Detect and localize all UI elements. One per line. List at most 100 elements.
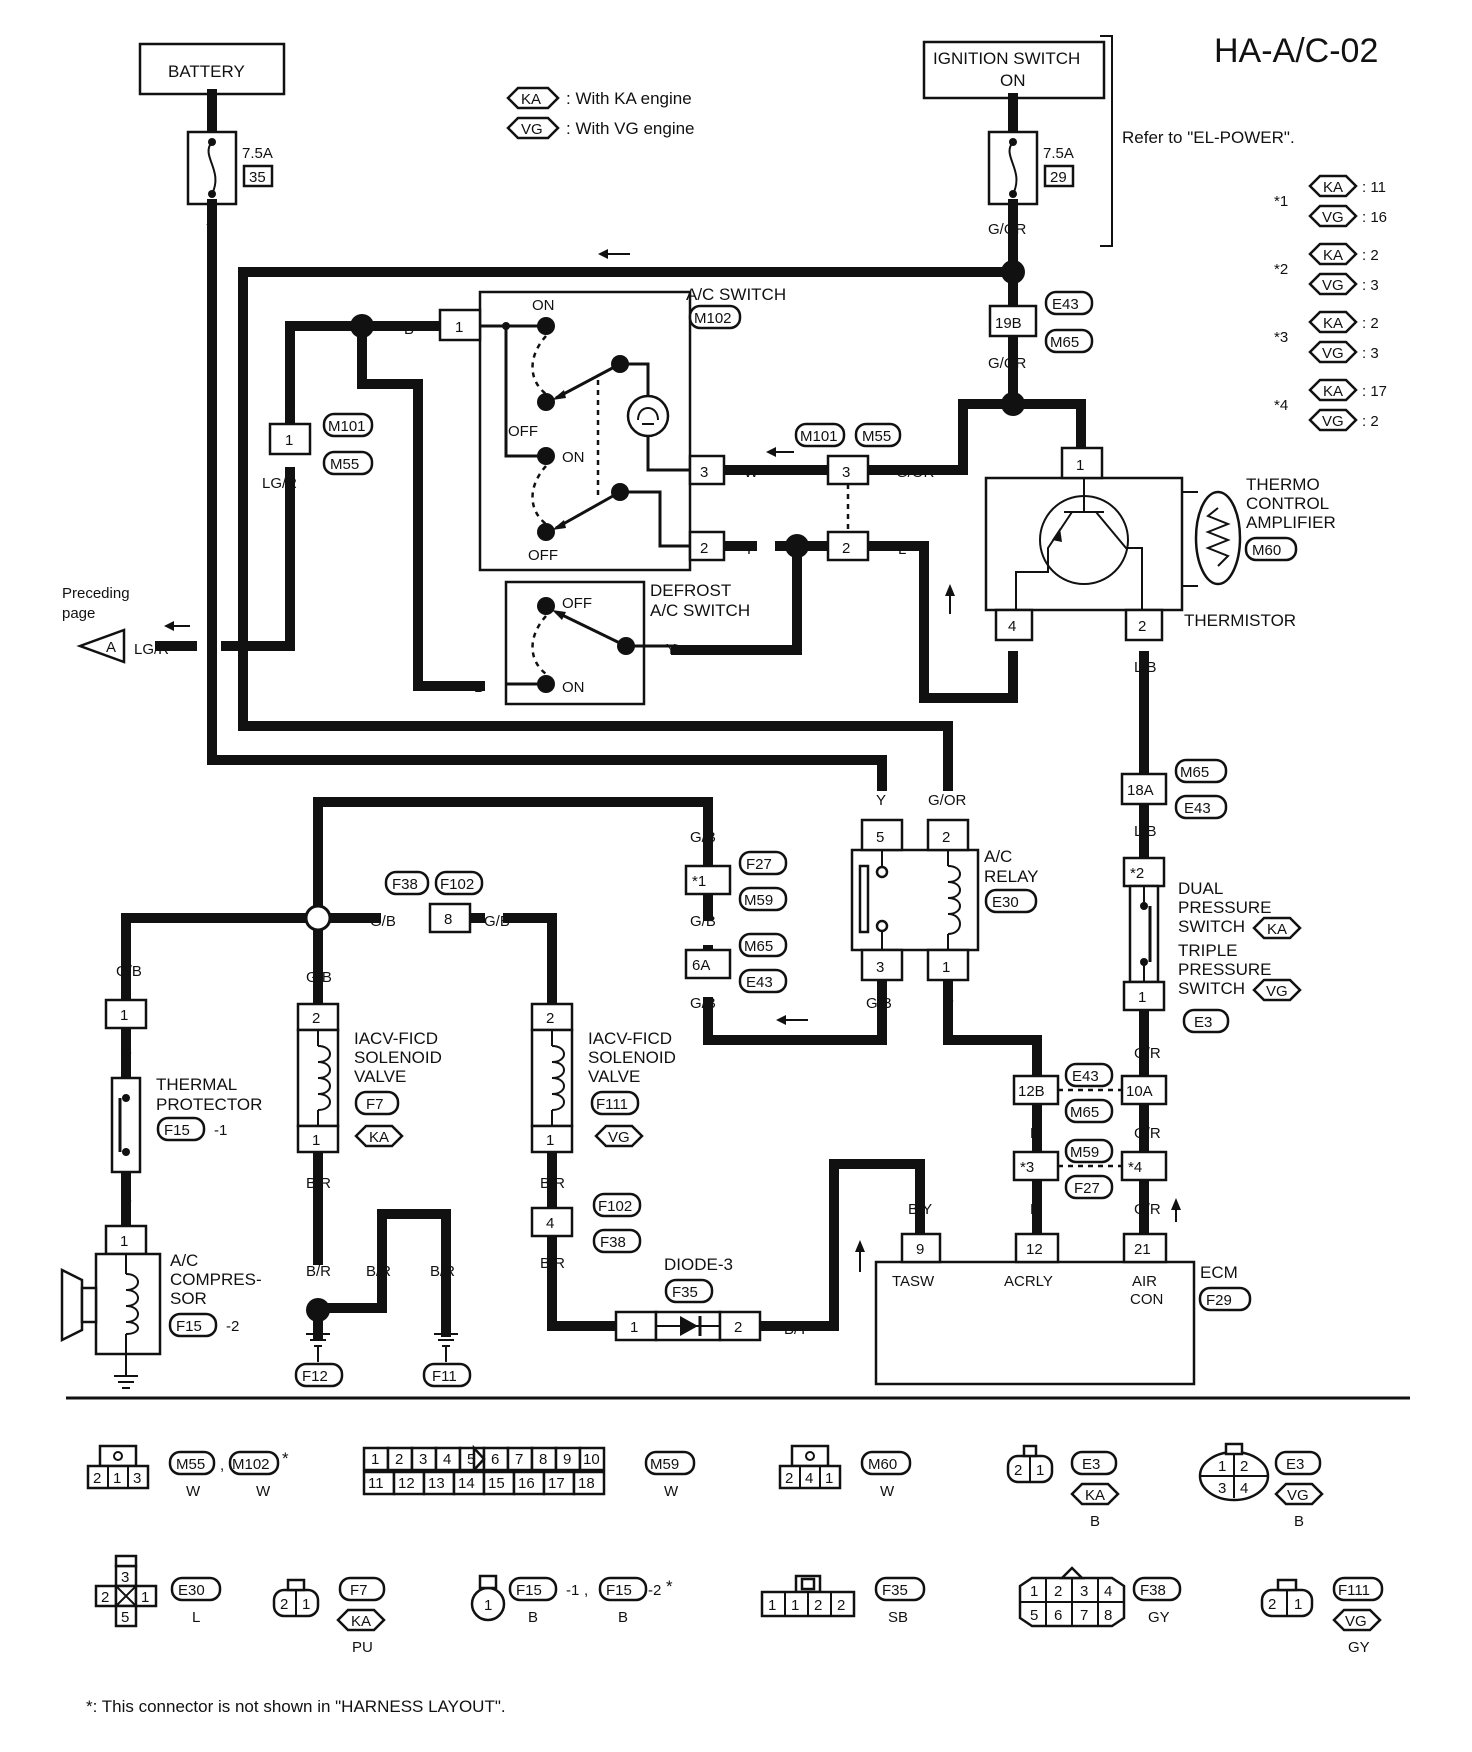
- ac-compressor: 1 A/C COMPRES- SOR F15 -2: [60, 1224, 262, 1389]
- svg-text:1: 1: [1030, 1583, 1038, 1600]
- svg-text:ON: ON: [1000, 71, 1026, 90]
- svg-text:E43: E43: [1184, 800, 1211, 817]
- svg-text:3: 3: [1218, 1480, 1226, 1497]
- svg-text:ON: ON: [532, 297, 555, 314]
- m59-cell: [572, 1470, 606, 1496]
- svg-text:DUAL: DUAL: [1178, 879, 1223, 898]
- svg-text:RELAY: RELAY: [984, 867, 1039, 886]
- svg-text:F15: F15: [164, 1122, 190, 1139]
- legend-f35: 1 1 2 2 F35 SB: [760, 1574, 926, 1626]
- svg-text:35: 35: [249, 169, 266, 186]
- ac-relay: 5 2 3 1 Y G/OR G/B P A/C RELAY E30: [850, 792, 1039, 1012]
- svg-text:7.5A: 7.5A: [1043, 145, 1074, 162]
- splice-b: [350, 314, 374, 338]
- svg-text:IACV-FICD: IACV-FICD: [588, 1029, 672, 1048]
- svg-text:F15: F15: [516, 1582, 542, 1599]
- diode-3: DIODE-3 F35 1 2 B/Y: [614, 1255, 808, 1342]
- battery: BATTERY: [138, 42, 286, 96]
- fuse-35: 7.5A 35 Y: [186, 89, 274, 238]
- svg-text:L: L: [898, 541, 906, 558]
- svg-text:F38: F38: [1140, 1582, 1166, 1599]
- star-note-label: *3: [1274, 329, 1288, 346]
- svg-text:3: 3: [121, 1569, 129, 1586]
- svg-text:*1: *1: [692, 873, 706, 890]
- thermo-control-amplifier: 1 4 2 L L/B THERMO CONTROL AMPLIFIER M60…: [984, 446, 1336, 676]
- svg-text:W: W: [664, 1483, 679, 1500]
- star-note-ka-value: : 2: [1362, 247, 1379, 264]
- star-note-vg-code: VG: [1322, 345, 1344, 362]
- star-note: *3KA: 2VG: 3: [1274, 310, 1379, 364]
- svg-text:1: 1: [942, 959, 950, 976]
- svg-text:G/R: G/R: [1134, 1045, 1161, 1062]
- svg-text:*: *: [282, 1449, 289, 1468]
- svg-text:PU: PU: [352, 1639, 373, 1656]
- svg-text:PROTECTOR: PROTECTOR: [156, 1095, 262, 1114]
- svg-text:B/Y: B/Y: [908, 1201, 932, 1218]
- svg-text:W: W: [744, 464, 759, 481]
- m59-cell-label: 9: [563, 1451, 571, 1468]
- footnote: *: This connector is not shown in "HARNE…: [86, 1697, 506, 1716]
- star-note: *2KA: 2VG: 3: [1274, 242, 1379, 296]
- svg-text:1: 1: [1076, 457, 1084, 474]
- svg-text:1: 1: [791, 1597, 799, 1614]
- m59-cell-label: 5: [467, 1451, 475, 1468]
- star-note-ka-value: : 11: [1362, 179, 1386, 196]
- svg-text:F35: F35: [672, 1284, 698, 1301]
- connector-12b-10a: 12B 10A E43 M65 P G/R: [1012, 1062, 1168, 1142]
- svg-text:B: B: [618, 1609, 628, 1626]
- svg-text:KA: KA: [369, 1129, 389, 1146]
- star-note-vg-code: VG: [1322, 277, 1344, 294]
- svg-text:PRESSURE: PRESSURE: [1178, 960, 1272, 979]
- svg-text:GY: GY: [1148, 1609, 1170, 1626]
- star-note-vg-value: : 3: [1362, 345, 1379, 362]
- svg-text:1: 1: [546, 1132, 554, 1149]
- star-note-vg-value: : 16: [1362, 209, 1387, 226]
- m59-cell-label: 4: [443, 1451, 451, 1468]
- svg-text:E3: E3: [1082, 1456, 1100, 1473]
- svg-text:B: B: [1090, 1513, 1100, 1530]
- svg-text:1: 1: [630, 1319, 638, 1336]
- svg-text:P: P: [1030, 1201, 1040, 1218]
- star-note-vg-code: VG: [1322, 413, 1344, 430]
- svg-text:3: 3: [133, 1470, 141, 1487]
- svg-text:VALVE: VALVE: [354, 1067, 406, 1086]
- m59-cell-label: 14: [458, 1475, 475, 1492]
- svg-text:E43: E43: [1072, 1068, 1099, 1085]
- svg-text:B/R: B/R: [366, 1263, 391, 1280]
- svg-text:B/R: B/R: [306, 1263, 331, 1280]
- m59-cell-label: 13: [428, 1475, 445, 1492]
- svg-text:F35: F35: [882, 1582, 908, 1599]
- svg-text:M60: M60: [868, 1456, 897, 1473]
- svg-text:8: 8: [1104, 1607, 1112, 1624]
- flow-arrows: [164, 249, 1181, 1272]
- svg-text:1: 1: [1036, 1462, 1044, 1479]
- svg-text:1: 1: [312, 1132, 320, 1149]
- svg-text:OFF: OFF: [562, 595, 592, 612]
- svg-text:G/OR: G/OR: [988, 221, 1027, 238]
- m59-cell-label: 3: [419, 1451, 427, 1468]
- svg-text:21: 21: [1134, 1241, 1151, 1258]
- svg-text:M60: M60: [1252, 542, 1281, 559]
- svg-text:2: 2: [734, 1319, 742, 1336]
- svg-text:G/B: G/B: [690, 995, 716, 1012]
- legend-f15: 1 F15 -1 , F15 -2 * B B: [470, 1574, 673, 1626]
- svg-text:M65: M65: [1050, 334, 1079, 351]
- svg-text:KA: KA: [1267, 921, 1287, 938]
- star-note-label: *2: [1274, 261, 1288, 278]
- svg-text:E3: E3: [1286, 1456, 1304, 1473]
- svg-text:SOLENOID: SOLENOID: [588, 1048, 676, 1067]
- svg-text:B: B: [1294, 1513, 1304, 1530]
- m59-cell-label: 16: [518, 1475, 535, 1492]
- svg-text:M59: M59: [650, 1456, 679, 1473]
- star-note-ka-value: : 17: [1362, 383, 1387, 400]
- m59-cell: [578, 1446, 606, 1472]
- svg-text:ECM: ECM: [1200, 1263, 1238, 1282]
- svg-text:ACRLY: ACRLY: [1004, 1273, 1053, 1290]
- legend-vg: VG : With VG engine: [506, 116, 695, 140]
- svg-text:B/R: B/R: [540, 1255, 565, 1272]
- svg-text:VG: VG: [1266, 983, 1288, 1000]
- svg-text:M55: M55: [330, 456, 359, 473]
- splice-gb: [304, 904, 332, 932]
- star-note-label: *4: [1274, 397, 1288, 414]
